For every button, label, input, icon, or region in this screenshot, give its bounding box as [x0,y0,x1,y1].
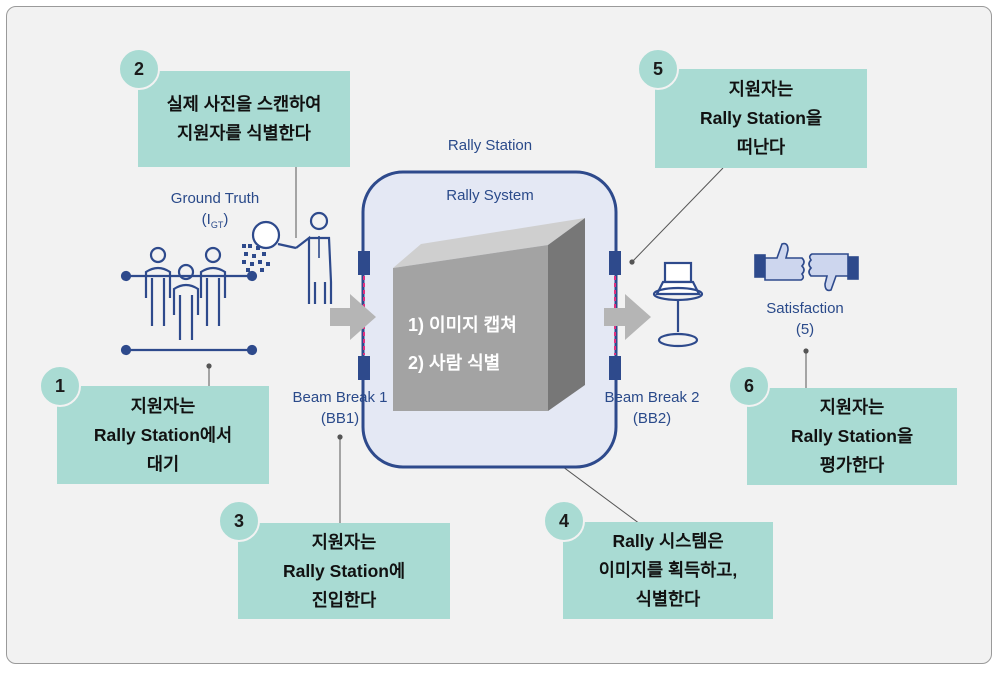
ground-truth-subscript: GT [210,220,224,230]
satisfaction-label: Satisfaction(5) [766,300,844,338]
beam-break-2-label: Beam Break 2(BB2) [604,389,700,427]
beam-break-2 [609,251,621,380]
magnifier-icon [251,220,297,250]
step-2-number: 2 [118,48,160,90]
step-3-number: 3 [218,500,260,542]
processing-cube [393,218,585,411]
beam-break-1 [358,251,370,380]
qr-code-icon [242,244,270,272]
exit-stand-icon [652,261,704,348]
beam-break-1-label: Beam Break 1(BB1) [292,389,388,427]
entry-arrow [330,294,376,340]
step-1-number: 1 [39,365,81,407]
step-4-number: 4 [543,500,585,542]
rally-system-title: Rally System [446,187,534,204]
step-6-number: 6 [728,365,770,407]
step-5-number: 5 [637,48,679,90]
exit-arrow [604,294,651,340]
scanning-person-icon [295,211,333,304]
waiting-people-icon [120,246,258,356]
cube-step-capture: 1) 이미지 캡쳐 [408,315,517,335]
ground-truth-symbol: I [206,211,211,228]
ground-truth-label: Ground Truth (IGT) [170,190,260,230]
cube-step-identify: 2) 사람 식별 [408,353,501,373]
rally-station-title: Rally Station [447,137,533,154]
connector-step5 [631,167,724,263]
thumbs-rating-icon [754,242,859,292]
